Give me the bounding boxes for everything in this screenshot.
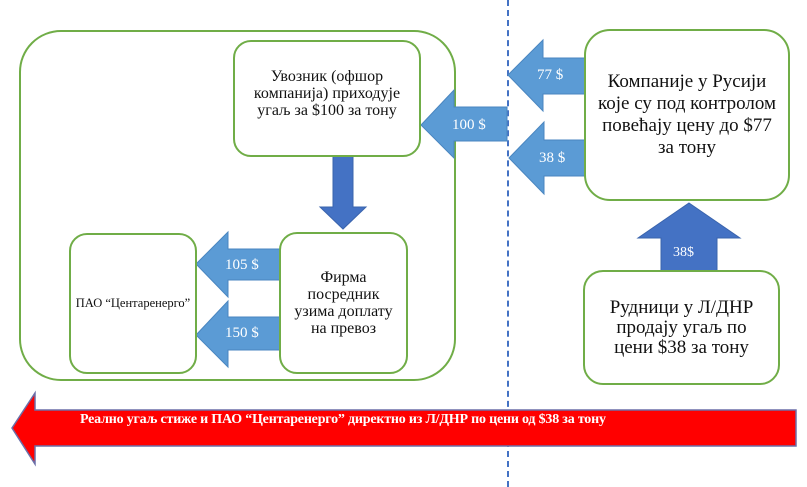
border-divider	[507, 0, 509, 487]
arrow-77-label: 77 $	[537, 67, 564, 83]
arrow-150-label: 150 $	[225, 325, 259, 341]
importer-box: Увозник (офшор компанија) приходује угаљ…	[233, 40, 421, 157]
banner-arrow	[11, 390, 797, 467]
intermediary-text: Фирма посредник узима доплату на превоз	[294, 269, 393, 337]
importer-group-frame	[19, 30, 456, 381]
russian-companies-box: Компаније у Русији које су под контролом…	[584, 29, 790, 201]
arrow-100-label: 100 $	[452, 117, 486, 133]
arrow-up-38-label: 38$	[673, 245, 694, 260]
banner-text: Реално угаљ стиже и ПАО “Центаренерго” д…	[80, 412, 606, 427]
importer-text: Увозник (офшор компанија) приходује угаљ…	[253, 68, 401, 119]
russian-companies-text: Компаније у Русији које су под контролом…	[597, 71, 777, 158]
arrow-105-label: 105 $	[225, 257, 259, 273]
arrow-38-label: 38 $	[539, 150, 566, 166]
mines-text: Рудници у Л/ДНР продају угаљ по цени $38…	[609, 296, 754, 358]
centrenergo-box: ПАО “Центаренерго”	[69, 233, 197, 374]
arrow-down	[318, 154, 368, 230]
mines-box: Рудници у Л/ДНР продају угаљ по цени $38…	[583, 270, 780, 385]
intermediary-box: Фирма посредник узима доплату на превоз	[279, 232, 408, 374]
arrow-100	[420, 88, 508, 160]
centrenergo-text: ПАО “Центаренерго”	[75, 296, 191, 310]
arrow-up-38	[636, 202, 742, 273]
